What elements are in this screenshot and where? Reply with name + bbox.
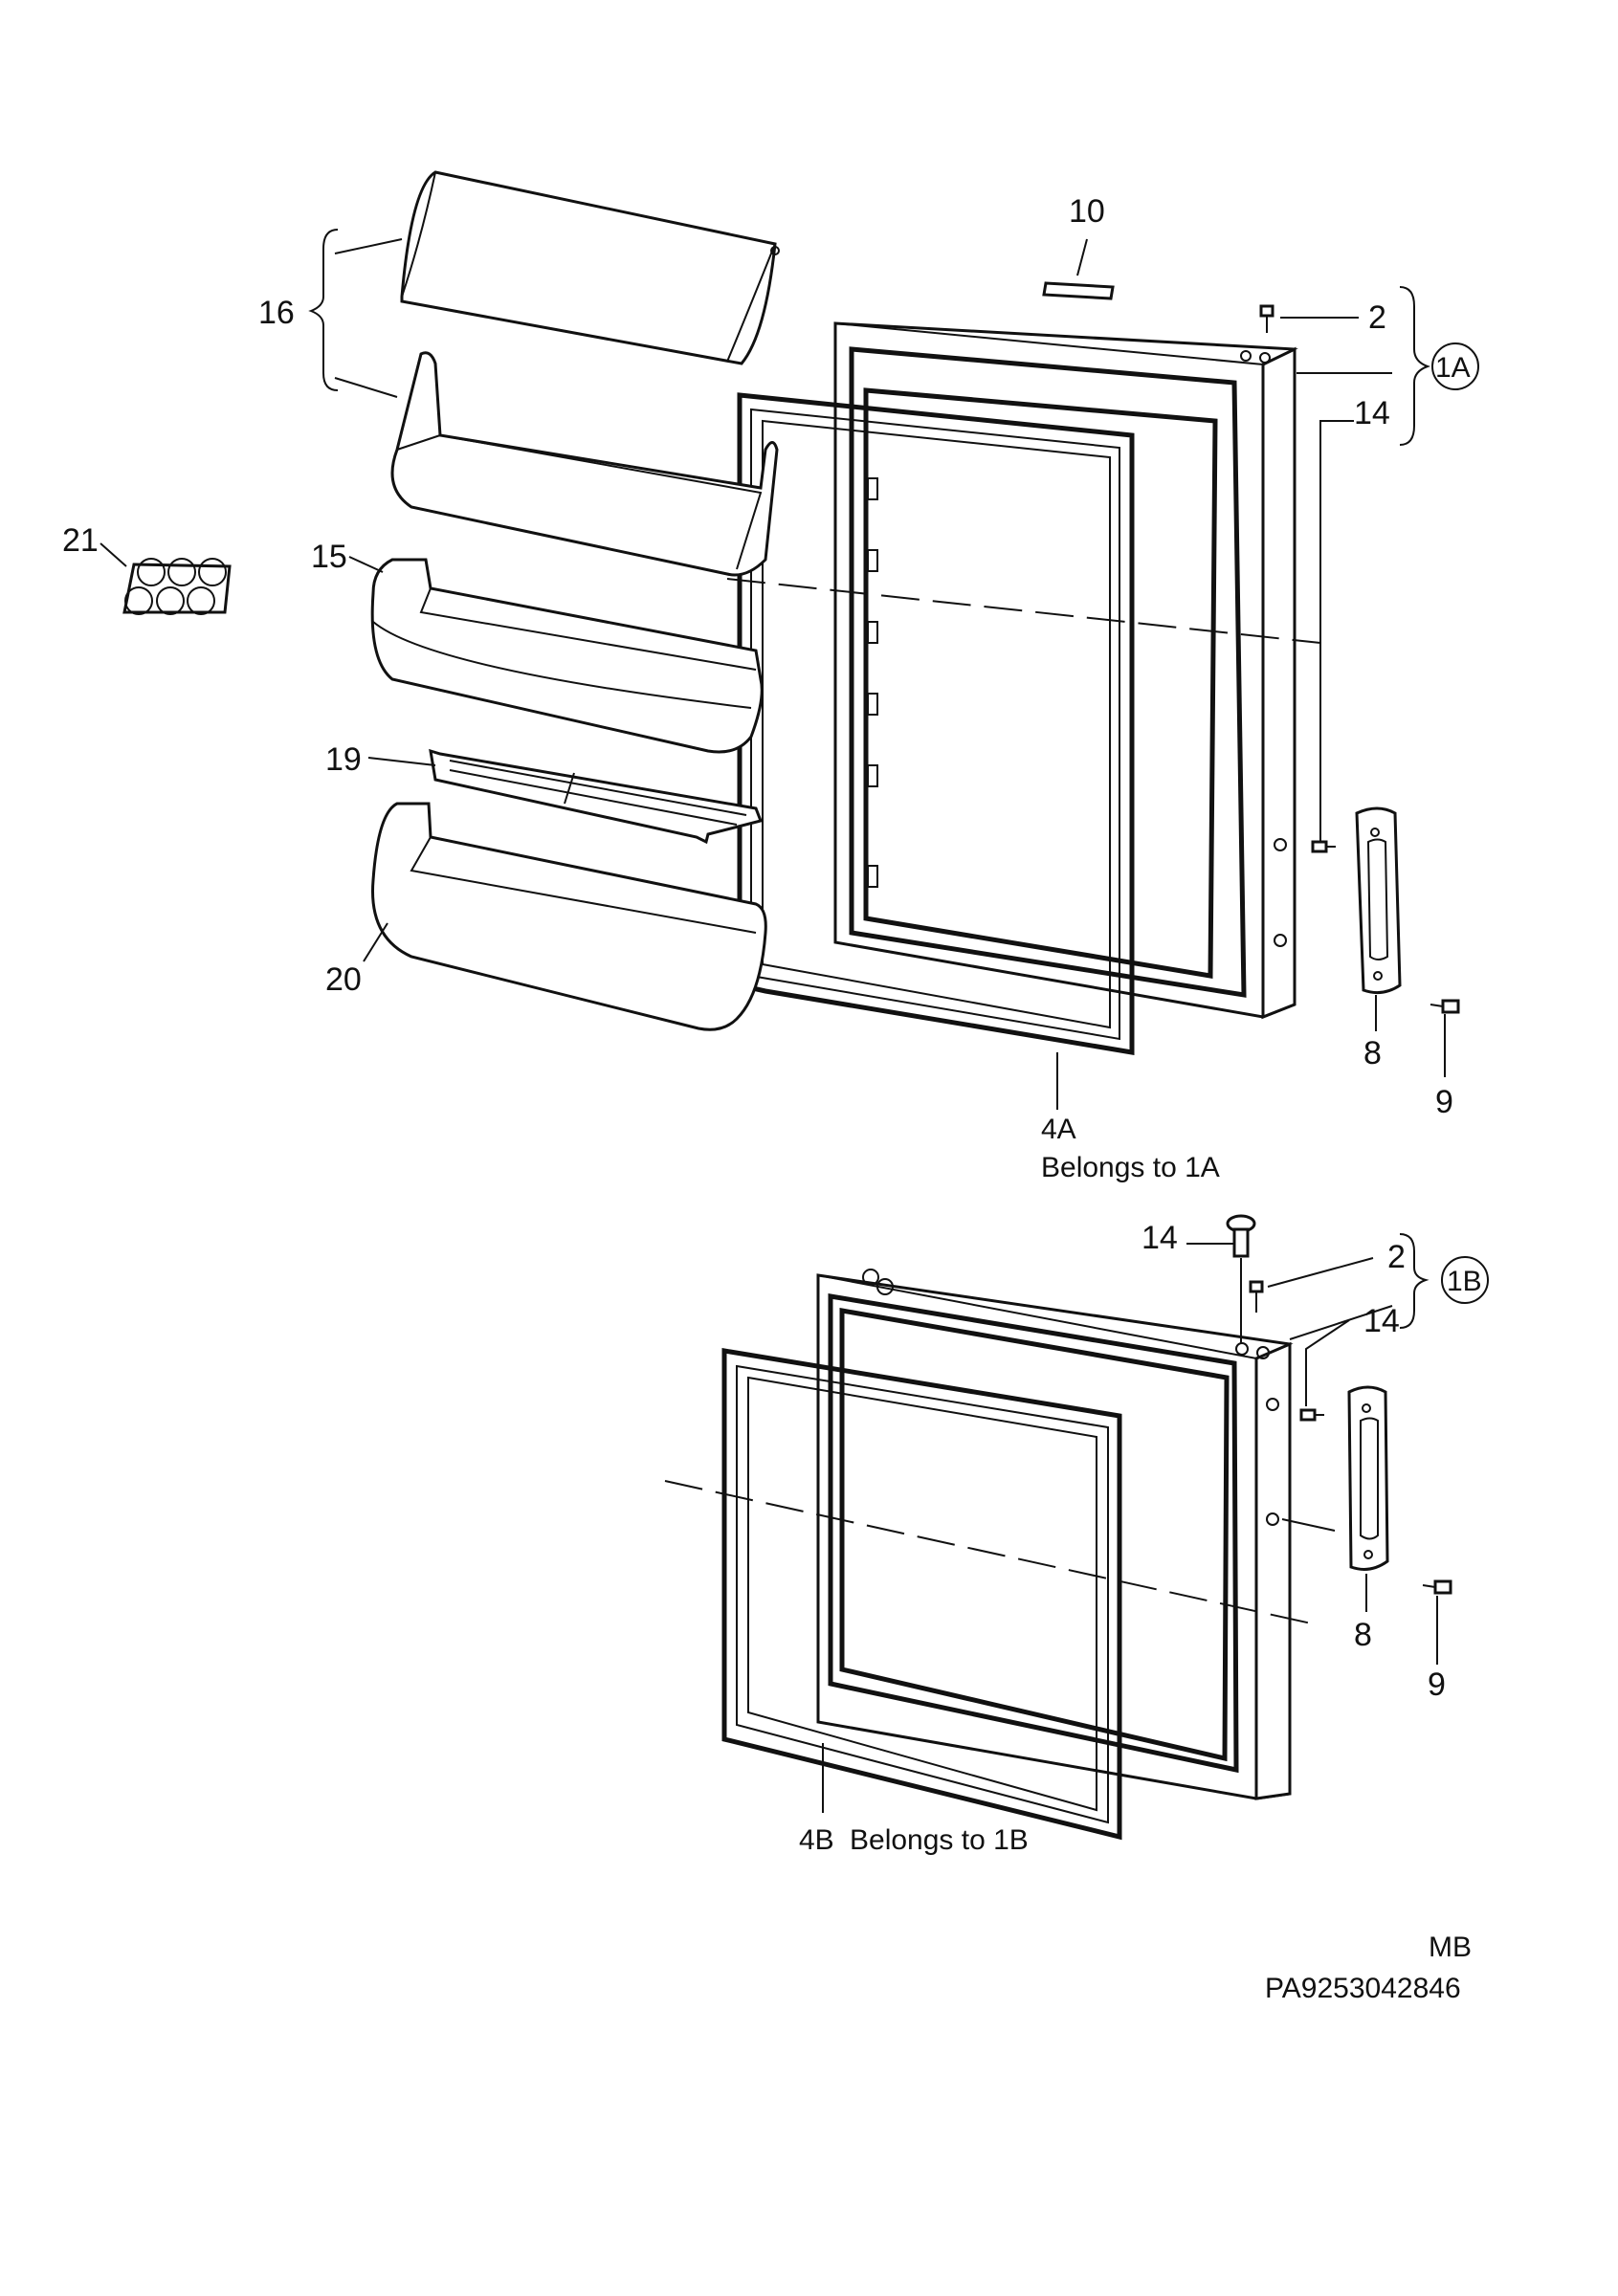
label-2a: 2 (1368, 299, 1386, 336)
label-8a: 8 (1363, 1035, 1382, 1071)
leader-15 (348, 556, 384, 573)
label-15: 15 (311, 539, 347, 575)
dash-line-1a (726, 578, 1321, 644)
label-16: 16 (258, 295, 295, 331)
part-19-rack (429, 748, 764, 845)
door-1a-group (726, 238, 1460, 1110)
part-14-plug-b (1226, 1214, 1256, 1258)
label-14a: 14 (1354, 395, 1390, 431)
part-2-screw-b (1249, 1280, 1264, 1313)
label-1a: 1A (1435, 352, 1471, 384)
door-1b-group (664, 1214, 1452, 1841)
part-16-shelf (390, 351, 779, 577)
label-mb: MB (1429, 1932, 1472, 1963)
leader-10 (1076, 238, 1088, 276)
label-8b: 8 (1354, 1617, 1372, 1653)
part-9-screw-b (1422, 1579, 1452, 1595)
leader-16-bot (334, 377, 398, 398)
part-9-screw-a (1430, 999, 1460, 1014)
label-14b: 14 (1363, 1303, 1400, 1339)
leader-19 (367, 757, 436, 766)
part-4a-gasket (737, 392, 1135, 1055)
label-14b-top: 14 (1141, 1220, 1178, 1256)
door-1b-frame (816, 1269, 1294, 1800)
label-20: 20 (325, 961, 362, 998)
label-1b: 1B (1447, 1266, 1482, 1297)
part-20-shelf (371, 802, 767, 1031)
circle-1b (1441, 1256, 1489, 1304)
part-14-screw-a (1311, 840, 1336, 853)
part-16-cover (400, 170, 780, 365)
label-4a: 4A (1041, 1114, 1076, 1145)
leader-14b (1305, 1319, 1350, 1406)
brace-16 (308, 229, 339, 391)
brace-1a (1399, 286, 1430, 446)
leader-21 (100, 542, 127, 567)
label-9a: 9 (1435, 1084, 1453, 1120)
part-4b-gasket (721, 1348, 1122, 1841)
part-21-egg-tray (122, 558, 232, 615)
label-part-code: PA9253042846 (1265, 1973, 1461, 2004)
leader-2b (1267, 1257, 1374, 1288)
label-10: 10 (1069, 193, 1105, 230)
part-10-plate (1042, 281, 1115, 300)
leader-14a (1319, 420, 1354, 842)
leader-hole-b (1281, 1518, 1336, 1532)
leader-20 (363, 922, 388, 962)
label-2b: 2 (1387, 1239, 1406, 1275)
shelf-group (100, 170, 780, 1031)
brace-1b (1399, 1233, 1430, 1329)
part-14-screw-b (1299, 1408, 1324, 1422)
part-8-handle-a (1355, 806, 1402, 995)
label-4b-note: Belongs to 1B (850, 1824, 1029, 1856)
door-1a-frame (833, 321, 1298, 1020)
leader-1b (1289, 1305, 1393, 1340)
part-2-screw-a (1259, 304, 1274, 333)
circle-1a (1431, 342, 1479, 390)
label-4b: 4B (799, 1824, 834, 1856)
label-19: 19 (325, 741, 362, 778)
dash-line-1b (664, 1480, 1317, 1625)
label-9b: 9 (1428, 1667, 1446, 1703)
part-8-handle-b (1347, 1385, 1389, 1571)
part-15-shelf (370, 558, 764, 754)
label-4a-note: Belongs to 1A (1041, 1152, 1220, 1183)
label-21: 21 (62, 522, 99, 559)
leader-16-top (334, 238, 403, 254)
